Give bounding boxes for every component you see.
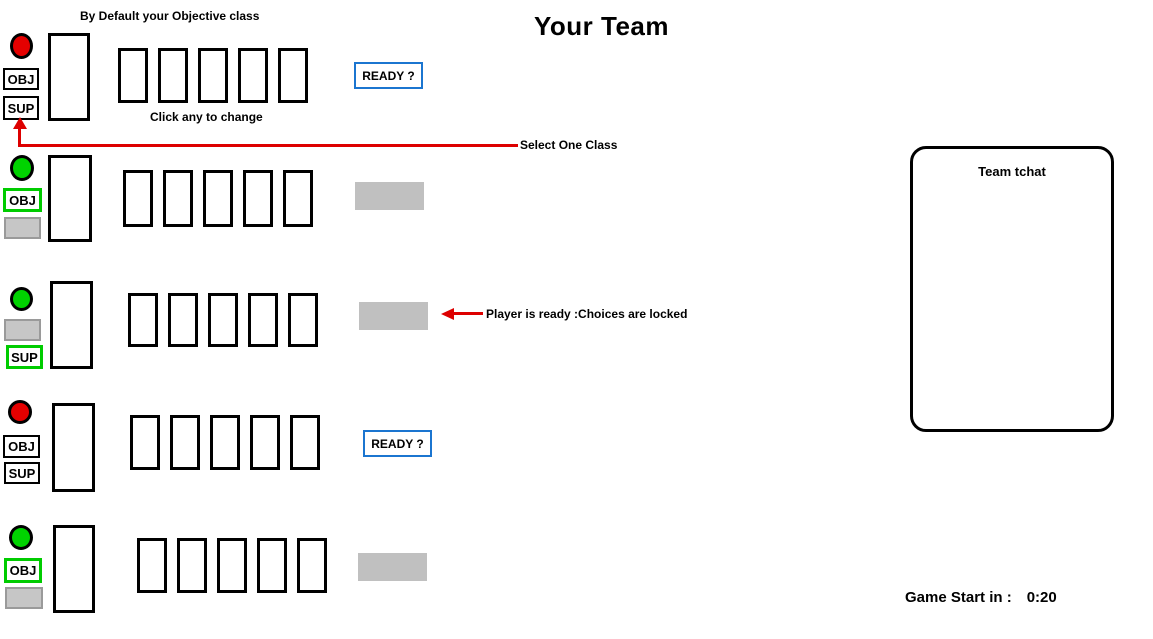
annotation-line-horizontal	[452, 312, 483, 315]
class-card[interactable]	[238, 48, 268, 103]
player-row: OBJ	[0, 525, 760, 639]
class-card-list	[137, 538, 327, 593]
class-card[interactable]	[163, 170, 193, 227]
class-card[interactable]	[128, 293, 158, 347]
class-badge-obj[interactable]: OBJ	[3, 188, 42, 212]
annotation-line-horizontal	[19, 144, 518, 147]
player-row: SUP	[0, 281, 760, 406]
player-portrait	[48, 33, 90, 121]
class-card[interactable]	[170, 415, 200, 470]
click-any-hint: Click any to change	[150, 110, 263, 124]
class-card[interactable]	[288, 293, 318, 347]
class-badge-locked	[4, 319, 41, 341]
timer-label: Game Start in :	[905, 589, 1012, 606]
class-card[interactable]	[137, 538, 167, 593]
class-card[interactable]	[208, 293, 238, 347]
player-portrait	[52, 403, 95, 492]
game-start-timer: Game Start in : 0:20	[905, 589, 1057, 606]
class-badge-locked	[4, 217, 41, 239]
class-card[interactable]	[158, 48, 188, 103]
class-card[interactable]	[217, 538, 247, 593]
class-card[interactable]	[297, 538, 327, 593]
class-card-list	[130, 415, 320, 470]
team-chat-title: Team tchat	[978, 164, 1046, 179]
class-badge-locked	[5, 587, 43, 609]
ready-control[interactable]: READY ?	[354, 62, 423, 89]
ready-control[interactable]: READY ?	[363, 430, 432, 457]
team-chat-panel: Team tchat	[910, 146, 1114, 432]
ready-control	[358, 553, 427, 581]
ready-control	[359, 302, 428, 330]
class-card[interactable]	[168, 293, 198, 347]
player-row: OBJ SUP READY ?	[0, 400, 760, 525]
class-card[interactable]	[123, 170, 153, 227]
class-card[interactable]	[203, 170, 233, 227]
class-card[interactable]	[248, 293, 278, 347]
class-badge-sup[interactable]: SUP	[4, 462, 40, 484]
class-card-list	[118, 48, 308, 103]
class-card[interactable]	[278, 48, 308, 103]
class-card-list	[123, 170, 313, 227]
status-light-icon	[10, 287, 33, 311]
status-light-icon	[10, 155, 34, 181]
player-portrait	[48, 155, 92, 242]
player-ready-label: Player is ready :Choices are locked	[486, 307, 688, 321]
class-card[interactable]	[210, 415, 240, 470]
select-one-class-label: Select One Class	[520, 138, 618, 152]
timer-value: 0:20	[1026, 589, 1057, 606]
status-light-icon	[8, 400, 32, 424]
class-card-list	[128, 293, 318, 347]
player-row: OBJ SUP READY ?	[0, 33, 760, 158]
annotation-line-vertical	[18, 128, 21, 147]
page-title: Your Team	[534, 11, 670, 41]
class-card[interactable]	[130, 415, 160, 470]
class-card[interactable]	[118, 48, 148, 103]
player-portrait	[50, 281, 93, 369]
default-class-hint: By Default your Objective class	[80, 9, 260, 23]
class-card[interactable]	[177, 538, 207, 593]
class-card[interactable]	[290, 415, 320, 470]
class-card[interactable]	[257, 538, 287, 593]
class-card[interactable]	[283, 170, 313, 227]
annotation-arrow-up-icon	[13, 117, 27, 129]
class-badge-sup[interactable]: SUP	[6, 345, 43, 369]
status-light-icon	[9, 525, 33, 550]
class-badge-obj[interactable]: OBJ	[3, 435, 40, 458]
class-badge-obj[interactable]: OBJ	[3, 68, 39, 90]
class-card[interactable]	[243, 170, 273, 227]
class-card[interactable]	[198, 48, 228, 103]
class-card[interactable]	[250, 415, 280, 470]
annotation-arrow-left-icon	[441, 308, 454, 320]
class-badge-obj[interactable]: OBJ	[4, 558, 42, 583]
player-row: OBJ	[0, 155, 760, 280]
ready-control	[355, 182, 424, 210]
player-portrait	[53, 525, 95, 613]
status-light-icon	[10, 33, 33, 59]
